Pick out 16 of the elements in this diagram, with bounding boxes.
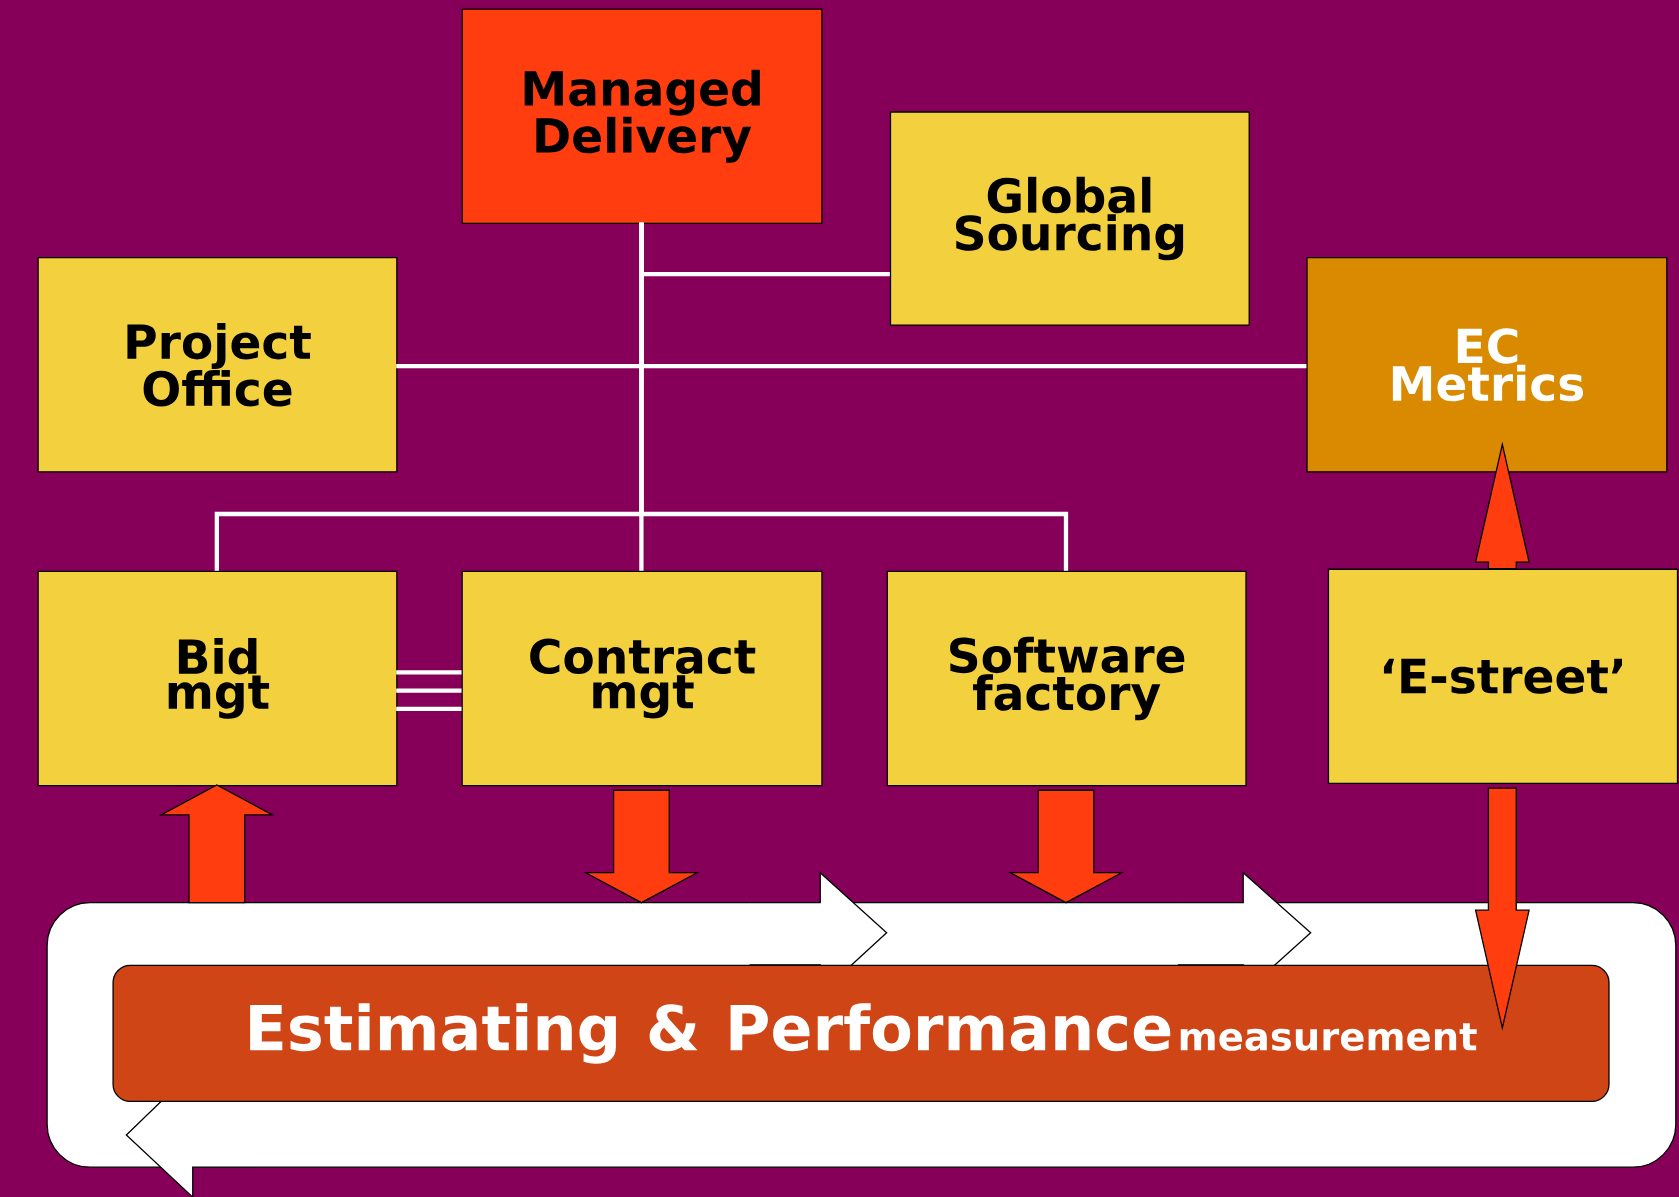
block-arrow [158, 784, 276, 904]
block-arrow [1474, 441, 1530, 570]
block-arrow [583, 789, 700, 904]
connector-line [394, 670, 464, 711]
process-box: Managed Delivery [461, 8, 823, 224]
connector-line [639, 222, 1069, 571]
process-box: Global Sourcing [889, 111, 1250, 326]
process-box: Contract mgt [461, 570, 823, 787]
process-box: Software factory [886, 570, 1247, 787]
estimating-band: Estimating & Performance measurement [112, 964, 1610, 1102]
process-box: ‘E-street’ [1327, 568, 1679, 784]
process-box: EC Metrics [1306, 256, 1668, 473]
block-arrow [1474, 787, 1530, 1031]
block-arrow [1007, 789, 1125, 904]
process-box: Bid mgt [37, 570, 398, 787]
process-box: Project Office [37, 256, 398, 473]
